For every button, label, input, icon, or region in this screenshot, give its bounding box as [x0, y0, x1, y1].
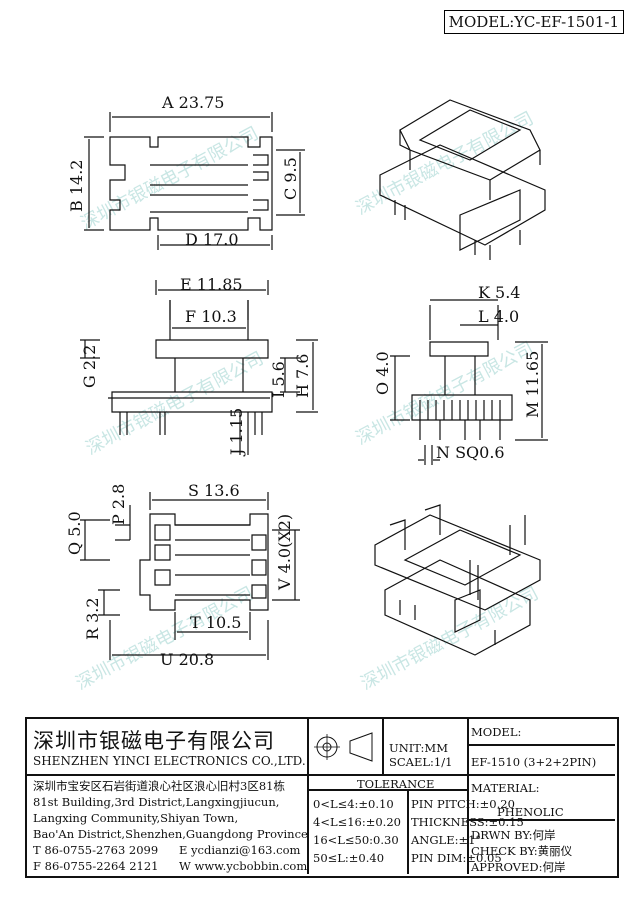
- watermark-text: 深圳市银磁电子有限公司: [77, 123, 262, 234]
- pin-spec: THICKNESS:±0.15: [411, 815, 524, 829]
- approved-by: APPROVED:何岸: [471, 860, 566, 874]
- pin-spec: PIN PITCH:±0.20: [411, 797, 515, 811]
- unit-label: UNIT:MM: [389, 741, 448, 755]
- dim-m-label: M 11.65: [523, 351, 542, 418]
- dim-t-label: T 10.5: [190, 613, 241, 632]
- drawn-by: DRWN BY:何岸: [471, 828, 556, 842]
- top-view: [84, 112, 305, 250]
- dim-u-label: U 20.8: [160, 650, 214, 669]
- dim-f-label: F 10.3: [185, 307, 237, 326]
- dim-j-label: J 1.15: [227, 408, 246, 457]
- dim-o-label: O 4.0: [373, 351, 392, 395]
- dim-e-label: E 11.85: [180, 275, 243, 294]
- tolerance-item: 0<L≤4:±0.10: [313, 797, 394, 811]
- dimension-labels: A 23.75 B 14.2 C 9.5 D 17.0 E 11.85 F 10…: [65, 93, 542, 669]
- dim-q-label: Q 5.0: [65, 511, 84, 555]
- check-by: CHECK BY:黄丽仪: [471, 844, 573, 858]
- address-line-4: Bao'An District,Shenzhen,Guangdong Provi…: [33, 827, 308, 841]
- dim-v-label: V 4.0(X2): [275, 514, 294, 591]
- company-name-en: SHENZHEN YINCI ELECTRONICS CO.,LTD.: [33, 754, 306, 768]
- tolerance-header: TOLERANCE: [357, 777, 435, 791]
- dim-a-label: A 23.75: [161, 93, 224, 112]
- isometric-view-bottom: [374, 504, 541, 656]
- email: E ycdianzi@163.com: [179, 843, 301, 857]
- dim-k-label: K 5.4: [478, 283, 520, 302]
- pin-spec: PIN DIM:±0.05: [411, 851, 502, 865]
- isometric-view-top: [379, 99, 546, 260]
- model-title: MODEL:YC-EF-1501-1: [443, 10, 624, 34]
- fax: F 86-0755-2264 2121: [33, 859, 159, 873]
- front-view: [80, 280, 318, 455]
- watermarks: 深圳市银磁电子有限公司 深圳市银磁电子有限公司 深圳市银磁电子有限公司 深圳市银…: [72, 108, 542, 694]
- tolerance-item: 16<L≤50:0.30: [313, 833, 399, 847]
- dim-l-label: L 4.0: [478, 307, 519, 326]
- dim-c-label: C 9.5: [281, 157, 300, 200]
- scale-label: SCAEL:1/1: [389, 755, 453, 769]
- tolerance-item: 4<L≤16:±0.20: [313, 815, 401, 829]
- dim-p-label: P 2.8: [109, 484, 128, 525]
- dim-g-label: G 2.2: [80, 345, 99, 388]
- title-block: 深圳市银磁电子有限公司 SHENZHEN YINCI ELECTRONICS C…: [25, 717, 619, 878]
- dim-b-label: B 14.2: [67, 160, 86, 212]
- tel: T 86-0755-2763 2099: [33, 843, 159, 857]
- model-value: EF-1510 (3+2+2PIN): [471, 755, 597, 769]
- dim-h-label: H 7.6: [293, 354, 312, 398]
- web: W www.ycbobbin.com: [179, 859, 308, 873]
- model-header: MODEL:: [471, 725, 522, 739]
- tolerance-item: 50≤L:±0.40: [313, 851, 385, 865]
- address-line-2: 81st Building,3rd District,Langxingjiucu…: [33, 795, 280, 809]
- company-name-cn: 深圳市银磁电子有限公司: [33, 729, 275, 753]
- projection-symbol-icon: [314, 732, 373, 762]
- address-line-3: Langxing Community,Shiyan Town,: [33, 811, 239, 825]
- pin-spec: ANGLE:±1°: [411, 833, 482, 847]
- address-line-1: 深圳市宝安区石岩街道浪心社区浪心旧村3区81栋: [33, 779, 285, 793]
- dim-s-label: S 13.6: [188, 481, 240, 500]
- material-value: PHENOLIC: [497, 805, 564, 819]
- dim-i-label: I 5.6: [269, 361, 288, 398]
- material-header: MATERIAL:: [471, 781, 540, 795]
- dim-n-label: N SQ0.6: [436, 443, 505, 462]
- dim-d-label: D 17.0: [185, 230, 239, 249]
- side-view: [390, 299, 548, 465]
- bottom-view: [80, 492, 300, 660]
- dim-r-label: R 3.2: [83, 597, 102, 640]
